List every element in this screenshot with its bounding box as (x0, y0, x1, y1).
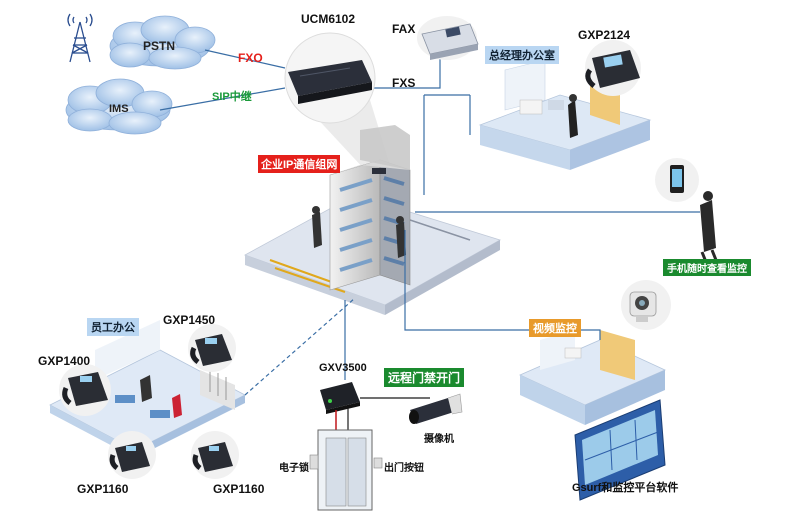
staff-office-tag: 员工办公 (87, 318, 139, 336)
gxp1450-phone-icon (190, 334, 232, 366)
exit-button-label: 出门按钮 (384, 463, 424, 474)
ims-label: IMS (109, 103, 129, 115)
e-lock-label: 电子锁 (279, 463, 309, 474)
gxp1400-label: GXP1400 (38, 354, 91, 368)
gxp2124-label: GXP2124 (578, 28, 631, 42)
fax-label: FAX (392, 22, 416, 36)
remote-door-tag: 远程门禁开门 (384, 368, 465, 387)
mobile-user-icon (700, 191, 718, 263)
gxp1450-label: GXP1450 (163, 313, 216, 327)
camera-label: 摄像机 (424, 434, 454, 445)
bullet-camera-icon (409, 393, 463, 424)
office-building-icon (312, 125, 411, 291)
gxv3500-label: GXV3500 (319, 362, 367, 374)
ucm-label: UCM6102 (301, 12, 356, 26)
ims-cloud (65, 78, 173, 135)
fax-icon (421, 23, 479, 60)
sip-trunk-label: SIP中继 (212, 91, 252, 103)
staff-office-room (49, 320, 246, 458)
mobile-monitor-tag: 手机随时查看监控 (663, 259, 751, 276)
gxp1400-phone-icon (62, 372, 108, 406)
gm-office-tag: 总经理办公室 (485, 46, 559, 64)
fxs-label: FXS (392, 76, 416, 90)
radio-tower-icon (67, 13, 93, 63)
gxp1160-left-phone-icon (109, 442, 150, 472)
enterprise-network-tag: 企业IP通信组网 (258, 155, 341, 173)
door-icon (309, 429, 383, 511)
ucm-device-icon (288, 60, 372, 104)
pstn-label: PSTN (143, 39, 176, 53)
gxp1160-left-label: GXP1160 (77, 482, 129, 496)
fxo-label: FXO (238, 51, 263, 65)
gxp1160-right-phone-icon (192, 442, 233, 472)
video-room (519, 330, 666, 425)
gsurf-label: Gsurf和监控平台软件 (572, 482, 679, 494)
gxp1160-right-label: GXP1160 (213, 482, 265, 496)
ip-camera-icon (629, 291, 657, 322)
gxv3500-device-icon (320, 382, 360, 414)
pstn-cloud (109, 15, 216, 70)
dashed-link (244, 297, 356, 396)
video-surveillance-tag: 视频监控 (529, 319, 581, 337)
monitor-wall (574, 399, 666, 501)
gxp2124-phone-icon (585, 50, 640, 88)
